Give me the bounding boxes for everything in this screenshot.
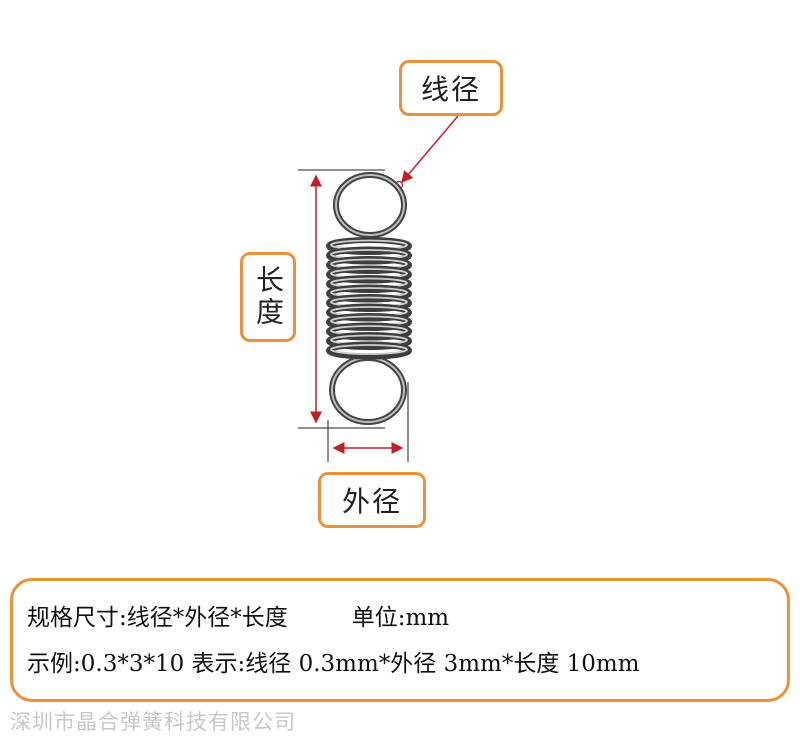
spec-line-2: 示例:0.3*3*10 表示:线径 0.3mm*外径 3mm*长度 10mm	[27, 651, 640, 677]
length-label: 长度	[240, 252, 296, 342]
spring-icon	[326, 172, 412, 425]
spec-line-1: 规格尺寸:线径*外径*长度 单位:mm	[27, 595, 773, 641]
wire-diameter-label: 线径	[399, 60, 503, 116]
wire-pointer-arrow	[401, 115, 459, 184]
company-watermark: 深圳市晶合弹簧科技有限公司	[10, 710, 296, 734]
spring-coil-highlight	[330, 344, 408, 355]
spec-box: 规格尺寸:线径*外径*长度 单位:mm 示例:0.3*3*10 表示:线径 0.3…	[10, 578, 790, 702]
spec-unit-text: 单位:mm	[351, 605, 450, 631]
spec-format-text: 规格尺寸:线径*外径*长度	[27, 605, 288, 631]
outer-diameter-label: 外径	[318, 472, 426, 528]
